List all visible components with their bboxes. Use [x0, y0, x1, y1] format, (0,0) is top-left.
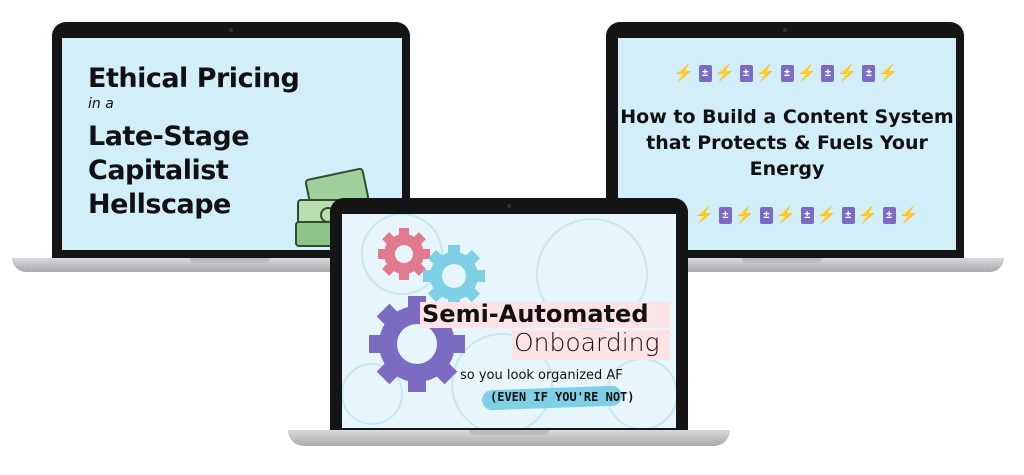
lightning-icon: ⚡ [714, 65, 737, 82]
lightning-icon: ⚡ [775, 207, 798, 224]
lightning-icon: ⚡ [837, 65, 860, 82]
lightning-icon: ⚡ [857, 207, 880, 224]
battery-icon: ± [698, 65, 712, 83]
title-line: Ethical Pricing [88, 63, 300, 94]
title-small: in a [88, 96, 114, 112]
decor-row-bottom: ⚡±⚡±⚡±⚡±⚡±⚡ [694, 205, 921, 225]
battery-icon: ± [780, 65, 794, 83]
title-bold: Semi-Automated [422, 300, 649, 328]
lightning-icon: ⚡ [796, 65, 819, 82]
lightning-icon: ⚡ [878, 65, 901, 82]
decor-row-top: ⚡±⚡±⚡±⚡±⚡±⚡ [618, 63, 956, 83]
lightning-icon: ⚡ [694, 207, 716, 224]
subtitle: so you look organized AF [460, 368, 623, 383]
battery-icon: ± [821, 65, 835, 83]
battery-icon: ± [800, 207, 814, 225]
battery-icon: ± [759, 207, 773, 225]
lightning-icon: ⚡ [816, 207, 839, 224]
battery-icon: ± [841, 207, 855, 225]
lightning-icon: ⚡ [734, 207, 757, 224]
title-light: Onboarding [514, 328, 660, 357]
camera-icon [507, 204, 511, 208]
title-line: Capitalist [88, 155, 229, 186]
battery-icon: ± [882, 207, 896, 225]
lightning-icon: ⚡ [898, 207, 921, 224]
battery-icon: ± [862, 65, 876, 83]
battery-icon: ± [718, 207, 732, 225]
title-line: Late-Stage [88, 121, 250, 152]
camera-icon [783, 28, 787, 32]
lightning-icon: ⚡ [673, 65, 696, 82]
camera-icon [229, 28, 233, 32]
title-line: Hellscape [88, 189, 231, 220]
battery-icon: ± [739, 65, 753, 83]
lightning-icon: ⚡ [755, 65, 778, 82]
laptop-base [288, 430, 730, 446]
tagline: (EVEN IF YOU'RE NOT) [490, 390, 635, 404]
laptop-screen: Semi-Automated Onboarding so you look or… [342, 214, 676, 428]
slide-title: How to Build a Content System that Prote… [620, 106, 954, 180]
